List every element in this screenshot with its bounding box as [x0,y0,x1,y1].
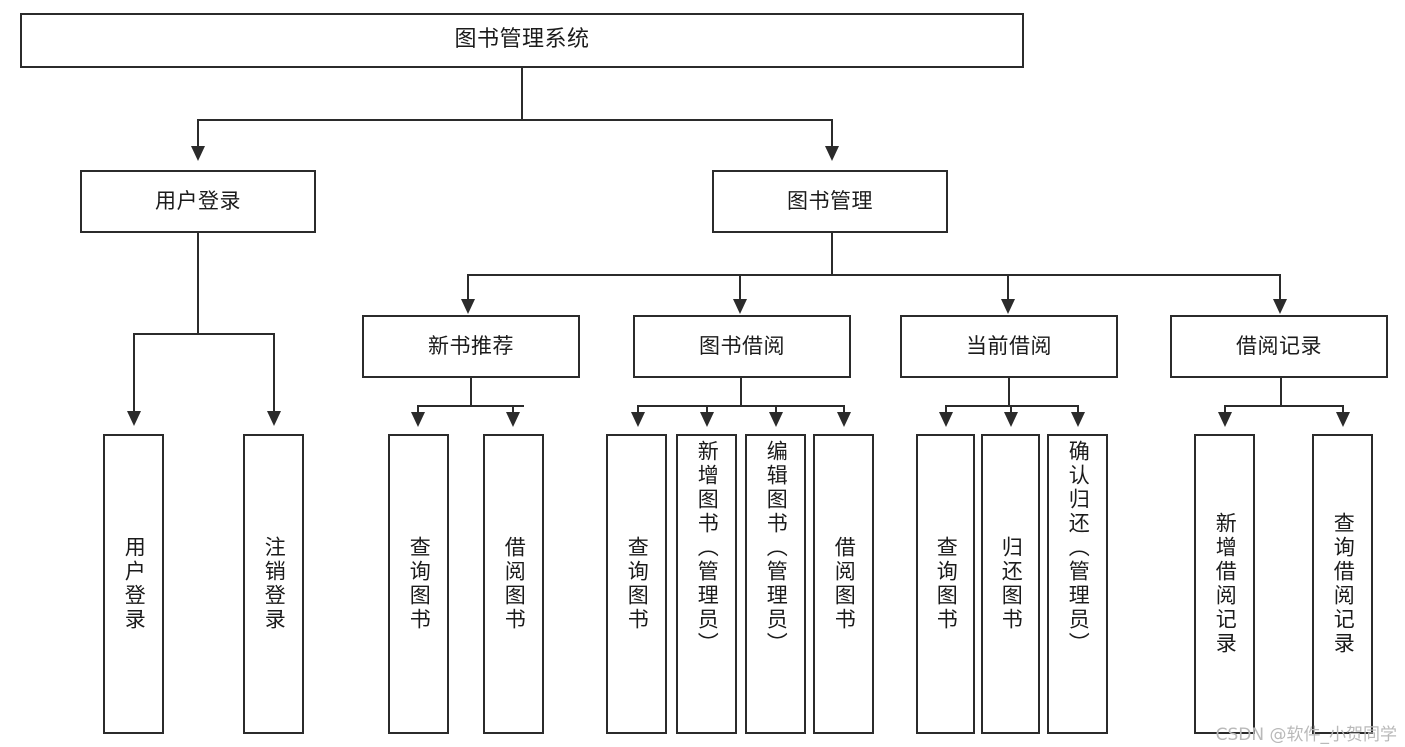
arrowhead-current-borrow [1001,299,1015,314]
connector-borrow-record-leaf-1 [1342,405,1344,414]
connector-root-bus [197,119,833,121]
arrowhead-leaf-user-login [127,411,141,426]
connector-book-manage-stem [831,233,833,275]
arrowhead-leaf-logout [267,411,281,426]
arrowhead-leaf-query-book-2 [631,412,645,427]
arrowhead-leaf-return-book [1004,412,1018,427]
node-new-book-recommend[interactable]: 新书推荐 [362,315,580,378]
node-borrow-record[interactable]: 借阅记录 [1170,315,1388,378]
connector-new-book-leaf-0 [417,405,419,414]
leaf-query-book-current[interactable]: 查询图书 [916,434,975,734]
leaf-confirm-return-admin[interactable]: 确认归还（管理员） [1047,434,1108,734]
connector-user-login-leaf-1 [273,333,275,413]
connector-current-borrow-stem [1008,378,1010,406]
connector-new-book-stem [470,378,472,406]
arrowhead-book-manage [825,146,839,161]
node-label: 图书管理系统 [454,27,590,53]
connector-book-borrow-leaf-0 [637,405,639,414]
node-book-borrow[interactable]: 图书借阅 [633,315,851,378]
connector-book-borrow-leaf-1 [706,405,708,414]
node-root-book-management-system[interactable]: 图书管理系统 [20,13,1024,68]
leaf-borrow-book[interactable]: 借阅图书 [813,434,874,734]
connector-root-stem [521,67,523,120]
connector-user-login-stem [197,233,199,334]
connector-to-new-book [467,274,469,301]
arrowhead-leaf-edit-book [769,412,783,427]
arrowhead-leaf-add-record [1218,412,1232,427]
node-label: 确认归还（管理员） [1066,440,1091,656]
connector-book-borrow-bus [637,405,844,407]
connector-book-borrow-leaf-2 [775,405,777,414]
node-label: 查询图书 [407,536,432,632]
connector-to-book-borrow [739,274,741,301]
watermark-text: CSDN @软件_小贺同学 [1215,725,1397,745]
leaf-logout[interactable]: 注销登录 [243,434,304,734]
connector-new-book-leaf-1 [512,405,514,414]
node-label: 图书借阅 [699,333,785,358]
connector-root-to-book-manage [831,119,833,148]
connector-root-to-user-login [197,119,199,148]
leaf-user-login[interactable]: 用户登录 [103,434,164,734]
arrowhead-borrow-record [1273,299,1287,314]
arrowhead-user-login [191,146,205,161]
node-current-borrow[interactable]: 当前借阅 [900,315,1118,378]
node-label: 编辑图书（管理员） [764,440,789,656]
connector-borrow-record-stem [1280,378,1282,406]
node-book-management[interactable]: 图书管理 [712,170,948,233]
leaf-query-borrow-record[interactable]: 查询借阅记录 [1312,434,1373,734]
node-label: 新增借阅记录 [1213,512,1238,656]
node-label: 图书管理 [787,188,873,213]
connector-book-manage-bus [467,274,1281,276]
leaf-query-book-new-book[interactable]: 查询图书 [388,434,449,734]
connector-user-login-bus [133,333,273,335]
connector-borrow-record-leaf-0 [1224,405,1226,414]
node-label: 新书推荐 [428,333,514,358]
node-label: 新增图书（管理员） [695,440,720,656]
node-label: 用户登录 [122,536,147,632]
node-user-login[interactable]: 用户登录 [80,170,316,233]
connector-user-login-leaf-0 [133,333,135,413]
node-label: 查询借阅记录 [1331,512,1356,656]
arrowhead-book-borrow [733,299,747,314]
arrowhead-leaf-query-record [1336,412,1350,427]
connector-to-borrow-record [1279,274,1281,301]
arrowhead-leaf-borrow-book-2 [837,412,851,427]
node-label: 借阅图书 [502,536,527,632]
arrowhead-new-book [461,299,475,314]
node-label: 查询图书 [934,536,959,632]
connector-new-book-bus [417,405,524,407]
node-label: 借阅记录 [1236,333,1322,358]
arrowhead-leaf-query-book-3 [939,412,953,427]
node-label: 查询图书 [625,536,650,632]
connector-book-borrow-leaf-3 [843,405,845,414]
connector-to-current-borrow [1007,274,1009,301]
connector-current-borrow-leaf-2 [1077,405,1079,414]
node-label: 用户登录 [155,188,241,213]
leaf-query-book-borrow[interactable]: 查询图书 [606,434,667,734]
connector-book-borrow-stem [740,378,742,406]
leaf-borrow-book-new-book[interactable]: 借阅图书 [483,434,544,734]
arrowhead-leaf-query-book-1 [411,412,425,427]
connector-current-borrow-leaf-0 [945,405,947,414]
leaf-add-borrow-record[interactable]: 新增借阅记录 [1194,434,1255,734]
node-label: 注销登录 [262,536,287,632]
arrowhead-leaf-confirm-return [1071,412,1085,427]
connector-current-borrow-leaf-1 [1010,405,1012,414]
node-label: 借阅图书 [832,536,857,632]
node-label: 归还图书 [999,536,1024,632]
connector-borrow-record-bus [1224,405,1343,407]
arrowhead-leaf-borrow-book-1 [506,412,520,427]
node-label: 当前借阅 [966,333,1052,358]
arrowhead-leaf-add-book [700,412,714,427]
leaf-add-book-admin[interactable]: 新增图书（管理员） [676,434,737,734]
leaf-return-book[interactable]: 归还图书 [981,434,1040,734]
leaf-edit-book-admin[interactable]: 编辑图书（管理员） [745,434,806,734]
